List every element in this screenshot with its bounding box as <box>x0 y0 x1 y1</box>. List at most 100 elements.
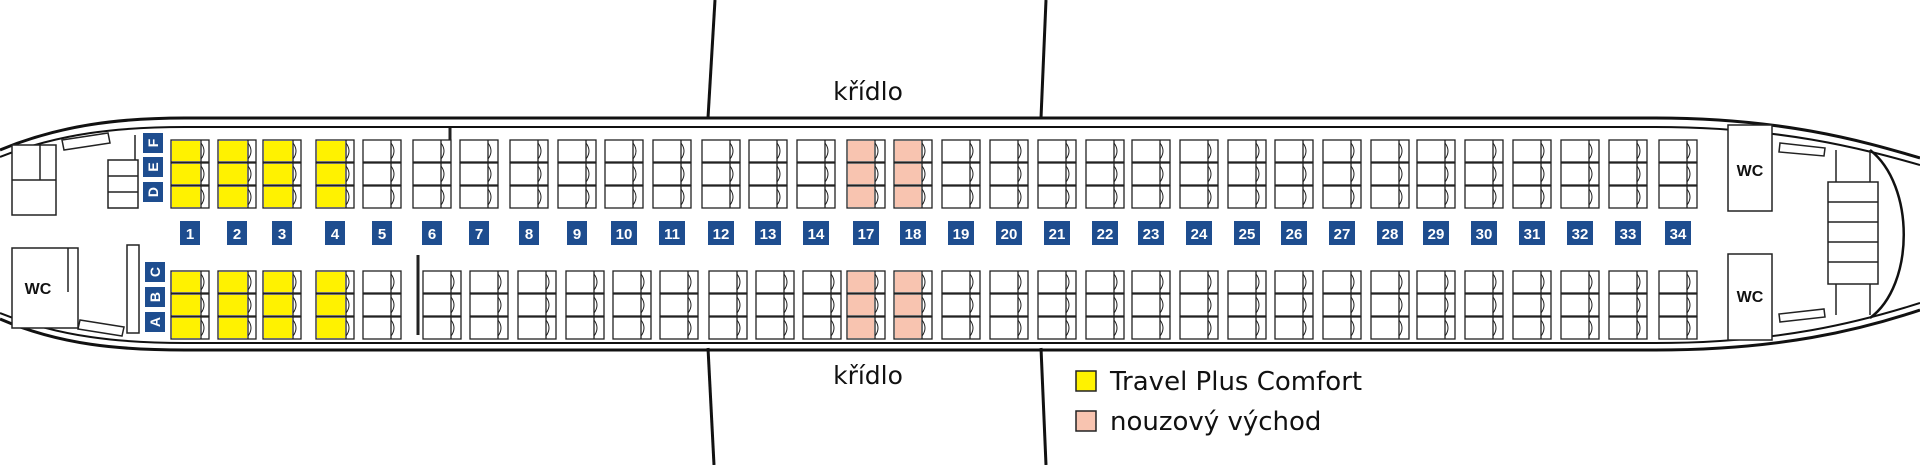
seat-19F[interactable] <box>941 139 981 163</box>
seat-25D[interactable] <box>1227 185 1267 209</box>
seat-31D[interactable] <box>1512 185 1552 209</box>
seat-14C[interactable] <box>802 270 842 294</box>
seat-28B[interactable] <box>1370 293 1410 317</box>
seat-1D[interactable] <box>170 185 210 209</box>
seat-32A[interactable] <box>1560 316 1600 340</box>
seat-28E[interactable] <box>1370 162 1410 186</box>
seat-23E[interactable] <box>1131 162 1171 186</box>
seat-33F[interactable] <box>1608 139 1648 163</box>
seat-21C[interactable] <box>1037 270 1077 294</box>
seat-12D[interactable] <box>701 185 741 209</box>
seat-31F[interactable] <box>1512 139 1552 163</box>
seat-22C[interactable] <box>1085 270 1125 294</box>
seat-8C[interactable] <box>517 270 557 294</box>
seat-23C[interactable] <box>1131 270 1171 294</box>
seat-12B[interactable] <box>708 293 748 317</box>
seat-9B[interactable] <box>565 293 605 317</box>
seat-10A[interactable] <box>612 316 652 340</box>
seat-26B[interactable] <box>1274 293 1314 317</box>
seat-13C[interactable] <box>755 270 795 294</box>
seat-3A[interactable] <box>262 316 302 340</box>
seat-23B[interactable] <box>1131 293 1171 317</box>
seat-24A[interactable] <box>1179 316 1219 340</box>
seat-9A[interactable] <box>565 316 605 340</box>
seat-13D[interactable] <box>748 185 788 209</box>
seat-28D[interactable] <box>1370 185 1410 209</box>
seat-21E[interactable] <box>1037 162 1077 186</box>
seat-13E[interactable] <box>748 162 788 186</box>
seat-28C[interactable] <box>1370 270 1410 294</box>
seat-32D[interactable] <box>1560 185 1600 209</box>
seat-30B[interactable] <box>1464 293 1504 317</box>
seat-21F[interactable] <box>1037 139 1077 163</box>
seat-1B[interactable] <box>170 293 210 317</box>
seat-27F[interactable] <box>1322 139 1362 163</box>
seat-11D[interactable] <box>652 185 692 209</box>
seat-24F[interactable] <box>1179 139 1219 163</box>
seat-25F[interactable] <box>1227 139 1267 163</box>
seat-14F[interactable] <box>796 139 836 163</box>
seat-30A[interactable] <box>1464 316 1504 340</box>
seat-26F[interactable] <box>1274 139 1314 163</box>
seat-21A[interactable] <box>1037 316 1077 340</box>
seat-29F[interactable] <box>1416 139 1456 163</box>
seat-29A[interactable] <box>1416 316 1456 340</box>
seat-12E[interactable] <box>701 162 741 186</box>
seat-9D[interactable] <box>557 185 597 209</box>
seat-4E[interactable] <box>315 162 355 186</box>
seat-31A[interactable] <box>1512 316 1552 340</box>
seat-25E[interactable] <box>1227 162 1267 186</box>
seat-20F[interactable] <box>989 139 1029 163</box>
seat-2F[interactable] <box>217 139 257 163</box>
seat-34C[interactable] <box>1658 270 1698 294</box>
seat-17C[interactable] <box>846 270 886 294</box>
seat-31B[interactable] <box>1512 293 1552 317</box>
seat-17A[interactable] <box>846 316 886 340</box>
seat-7C[interactable] <box>469 270 509 294</box>
seat-23A[interactable] <box>1131 316 1171 340</box>
seat-20C[interactable] <box>989 270 1029 294</box>
seat-18D[interactable] <box>893 185 933 209</box>
seat-5C[interactable] <box>362 270 402 294</box>
seat-10F[interactable] <box>604 139 644 163</box>
seat-30C[interactable] <box>1464 270 1504 294</box>
seat-24C[interactable] <box>1179 270 1219 294</box>
seat-18B[interactable] <box>893 293 933 317</box>
seat-19E[interactable] <box>941 162 981 186</box>
seat-27D[interactable] <box>1322 185 1362 209</box>
seat-22E[interactable] <box>1085 162 1125 186</box>
seat-6F[interactable] <box>412 139 452 163</box>
seat-19D[interactable] <box>941 185 981 209</box>
seat-30E[interactable] <box>1464 162 1504 186</box>
seat-22F[interactable] <box>1085 139 1125 163</box>
seat-29C[interactable] <box>1416 270 1456 294</box>
seat-3C[interactable] <box>262 270 302 294</box>
seat-31C[interactable] <box>1512 270 1552 294</box>
seat-8D[interactable] <box>509 185 549 209</box>
seat-30F[interactable] <box>1464 139 1504 163</box>
seat-4A[interactable] <box>315 316 355 340</box>
seat-10E[interactable] <box>604 162 644 186</box>
seat-28A[interactable] <box>1370 316 1410 340</box>
seat-14E[interactable] <box>796 162 836 186</box>
seat-8E[interactable] <box>509 162 549 186</box>
seat-33D[interactable] <box>1608 185 1648 209</box>
seat-10B[interactable] <box>612 293 652 317</box>
seat-13A[interactable] <box>755 316 795 340</box>
seat-18C[interactable] <box>893 270 933 294</box>
seat-1F[interactable] <box>170 139 210 163</box>
seat-22A[interactable] <box>1085 316 1125 340</box>
seat-2A[interactable] <box>217 316 257 340</box>
seat-31E[interactable] <box>1512 162 1552 186</box>
seat-32B[interactable] <box>1560 293 1600 317</box>
seat-27C[interactable] <box>1322 270 1362 294</box>
seat-20B[interactable] <box>989 293 1029 317</box>
seat-18A[interactable] <box>893 316 933 340</box>
seat-20E[interactable] <box>989 162 1029 186</box>
seat-1A[interactable] <box>170 316 210 340</box>
seat-32F[interactable] <box>1560 139 1600 163</box>
seat-5B[interactable] <box>362 293 402 317</box>
seat-3B[interactable] <box>262 293 302 317</box>
seat-25A[interactable] <box>1227 316 1267 340</box>
seat-5F[interactable] <box>362 139 402 163</box>
